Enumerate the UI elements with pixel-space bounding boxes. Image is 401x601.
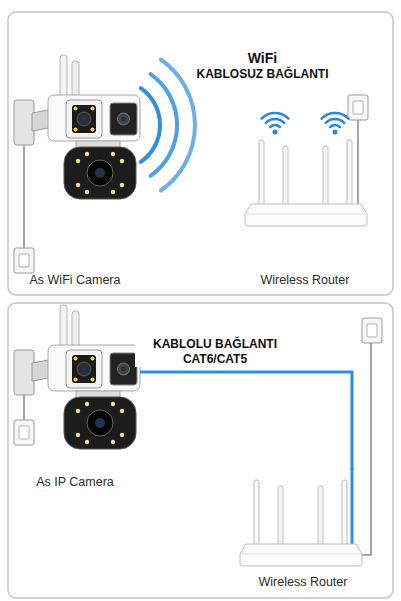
device-label: As IP Camera [36,475,114,490]
network-cable [140,372,352,470]
power-wire [23,395,25,420]
connection-title: KABLOLU BAĞLANTI CAT6/CAT5 [135,337,295,367]
router-illustration [240,480,362,566]
device-label: Wireless Router [259,575,348,590]
device-label: As WiFi Camera [30,273,121,288]
wall-socket [14,420,34,445]
wifi-wave [151,74,177,176]
device-node: Wireless Router [235,110,375,288]
wifi-icon [262,113,289,134]
connection-title: WiFi [180,50,345,67]
camera-illustration [14,305,140,449]
wall-socket [362,318,382,343]
device-node: Wireless Router [228,470,378,590]
router-illustration [245,140,367,226]
device-node: As WiFi Camera [10,45,140,288]
wall-socket [348,95,368,120]
device-label: Wireless Router [261,273,350,288]
wall-socket [14,248,34,273]
camera-illustration [14,55,140,199]
wifi-wave [161,60,195,191]
power-wire [23,145,25,248]
panel-frame [8,303,393,598]
wifi-icon [322,113,349,134]
device-node: As IP Camera [10,300,140,490]
panel-frame [8,12,393,295]
wifi-wave [141,88,160,162]
connection-title: KABLOSUZ BAĞLANTI [180,67,345,82]
network-cable [351,468,354,546]
power-wire [357,120,359,206]
power-wire [362,343,371,555]
